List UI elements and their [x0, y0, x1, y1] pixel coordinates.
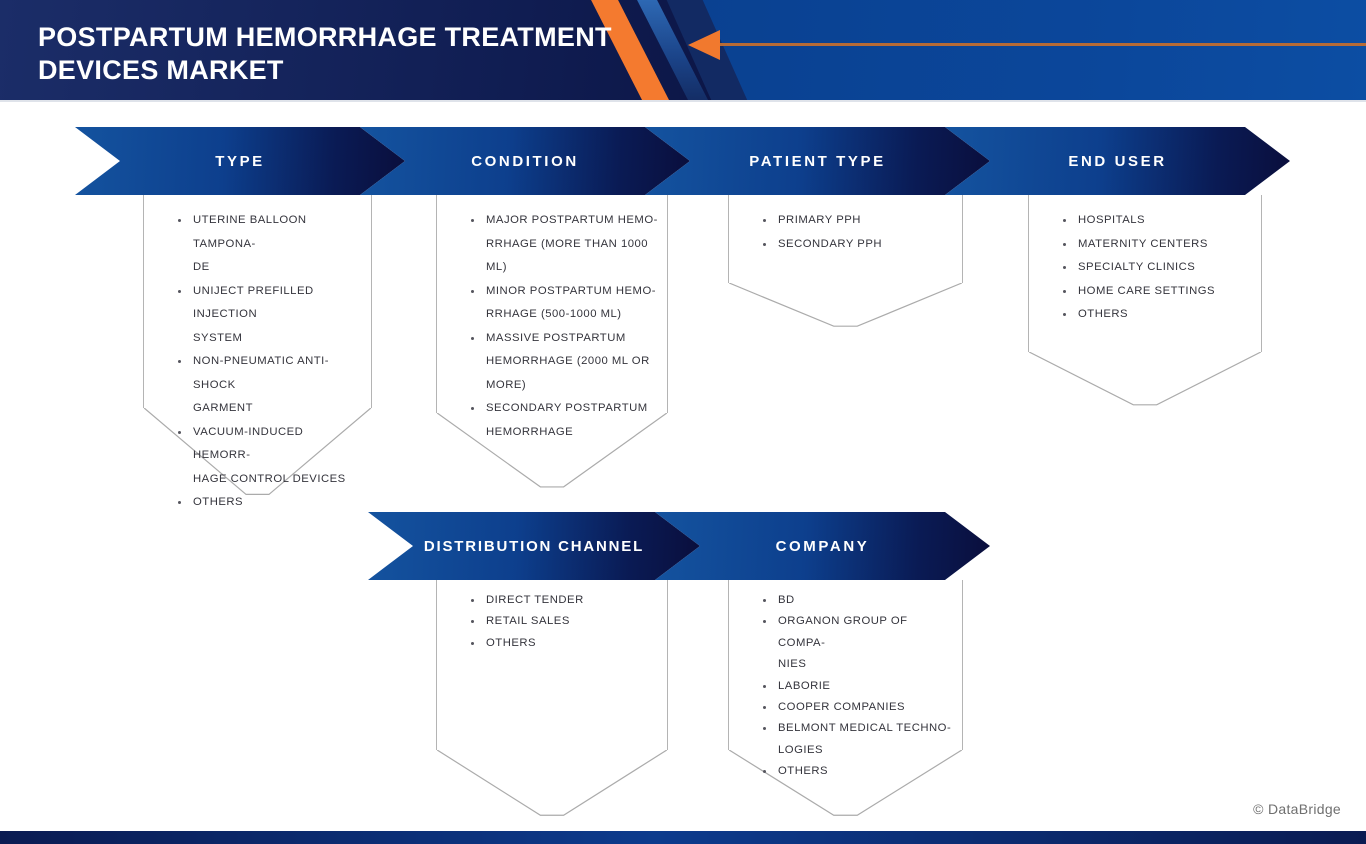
list-item: COOPER COMPANIES	[763, 697, 954, 718]
segment-header-label: END USER	[1068, 152, 1167, 170]
segment-panel-body: MAJOR POSTPARTUM HEMO- RRHAGE (MORE THAN…	[436, 195, 668, 438]
list-item: BELMONT MEDICAL TECHNO- LOGIES	[763, 718, 954, 761]
list-item: UTERINE BALLOON TAMPONA- DE	[178, 209, 363, 280]
list-item: HOSPITALS	[1063, 209, 1253, 233]
pennant-point	[143, 408, 372, 498]
segment-list-condition: MAJOR POSTPARTUM HEMO- RRHAGE (MORE THAN…	[437, 195, 667, 444]
segment-header-condition: CONDITION	[360, 127, 690, 195]
page-title-line-2: DEVICES MARKET	[38, 55, 284, 85]
list-item: NON-PNEUMATIC ANTI-SHOCK GARMENT	[178, 350, 363, 421]
header-banner: POSTPARTUM HEMORRHAGE TREATMENT DEVICES …	[0, 0, 1366, 102]
left-arrow-icon	[688, 30, 720, 60]
list-item: OTHERS	[1063, 303, 1253, 327]
bottom-bar	[0, 831, 1366, 844]
pennant-point	[436, 413, 668, 490]
list-item: BD	[763, 590, 954, 611]
list-item: HOME CARE SETTINGS	[1063, 280, 1253, 304]
list-item: MATERNITY CENTERS	[1063, 233, 1253, 257]
header-right-panel	[700, 0, 1366, 100]
list-item: MASSIVE POSTPARTUM HEMORRHAGE (2000 ML O…	[471, 327, 659, 398]
list-item: RETAIL SALES	[471, 611, 659, 632]
list-item: SPECIALTY CLINICS	[1063, 256, 1253, 280]
pennant-point	[1028, 352, 1262, 407]
segment-panel-condition: MAJOR POSTPARTUM HEMO- RRHAGE (MORE THAN…	[436, 195, 668, 490]
pennant-point	[436, 750, 668, 818]
list-item: PRIMARY PPH	[763, 209, 954, 233]
segment-header-distribution-channel: DISTRIBUTION CHANNEL	[368, 512, 700, 580]
page-title: POSTPARTUM HEMORRHAGE TREATMENT DEVICES …	[38, 21, 612, 87]
copyright-credit: © DataBridge	[1253, 801, 1341, 817]
pennant-point	[728, 283, 963, 328]
segment-header-label: TYPE	[215, 152, 265, 170]
list-item: MINOR POSTPARTUM HEMO- RRHAGE (500-1000 …	[471, 280, 659, 327]
list-item: OTHERS	[763, 761, 954, 782]
list-item: VACUUM-INDUCED HEMORR- HAGE CONTROL DEVI…	[178, 421, 363, 492]
segment-header-label: COMPANY	[775, 537, 870, 555]
list-item: SECONDARY PPH	[763, 233, 954, 257]
segment-header-label: DISTRIBUTION CHANNEL	[423, 537, 645, 555]
segment-header-label: CONDITION	[471, 152, 579, 170]
page-title-line-1: POSTPARTUM HEMORRHAGE TREATMENT	[38, 22, 612, 52]
segment-header-company: COMPANY	[655, 512, 990, 580]
list-item: DIRECT TENDER	[471, 590, 659, 611]
list-item: OTHERS	[178, 491, 363, 515]
segment-header-end-user: END USER	[945, 127, 1290, 195]
list-item: OTHERS	[471, 633, 659, 654]
arrow-line	[718, 43, 1366, 46]
list-item: MAJOR POSTPARTUM HEMO- RRHAGE (MORE THAN…	[471, 209, 659, 280]
list-item: ORGANON GROUP OF COMPA- NIES	[763, 611, 954, 675]
segment-header-type: TYPE	[75, 127, 405, 195]
list-item: LABORIE	[763, 676, 954, 697]
segment-header-label: PATIENT TYPE	[749, 152, 886, 170]
pennant-point	[728, 750, 963, 818]
list-item: SECONDARY POSTPARTUM HEMORRHAGE	[471, 397, 659, 444]
segment-header-patient-type: PATIENT TYPE	[645, 127, 990, 195]
list-item: UNIJECT PREFILLED INJECTION SYSTEM	[178, 280, 363, 351]
